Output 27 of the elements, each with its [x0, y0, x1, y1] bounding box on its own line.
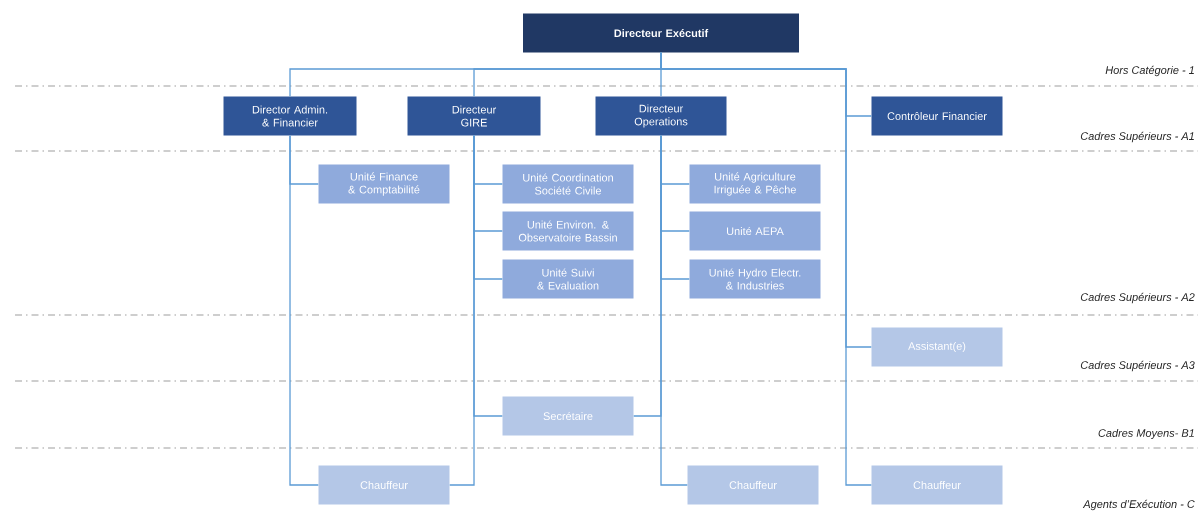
grade-label: Agents d’Exécution - C: [1082, 499, 1195, 511]
director-box: Director Admin. & Financier: [223, 96, 357, 136]
staff-box: Secrétaire: [502, 396, 634, 436]
grade-label: Hors Catégorie - 1: [1105, 65, 1194, 77]
staff-box: Chauffeur: [871, 465, 1003, 505]
unit-box: Unité AEPA: [689, 211, 821, 251]
director-box: Directeur Operations: [595, 96, 727, 136]
director-box: Contrôleur Financier: [871, 96, 1003, 136]
unit-box: Unité Finance & Comptabilité: [318, 164, 450, 204]
director-box: Directeur Exécutif: [523, 13, 799, 53]
grade-label: Cadres Supérieurs - A1: [1080, 131, 1194, 143]
connector: [660, 135, 688, 486]
connector: [289, 135, 319, 486]
unit-box: Unité Suivi & Evaluation: [502, 259, 634, 299]
director-box: Directeur GIRE: [407, 96, 541, 136]
unit-box: Unité Agriculture Irriguée & Pêche: [689, 164, 821, 204]
connector: [660, 52, 872, 486]
staff-box: Chauffeur: [687, 465, 819, 505]
staff-box: Chauffeur: [318, 465, 450, 505]
unit-box: Unité Environ. & Observatoire Bassin: [502, 211, 634, 251]
grade-label: Cadres Moyens- B1: [1098, 428, 1194, 440]
grade-label: Cadres Supérieurs - A2: [1080, 292, 1195, 304]
grade-label: Cadres Supérieurs - A3: [1080, 360, 1195, 372]
connector: [449, 135, 475, 486]
unit-box: Unité Hydro Electr. & Industries: [689, 259, 821, 299]
unit-box: Unité Coordination Société Civile: [502, 164, 634, 204]
staff-box: Assistant(e): [871, 327, 1003, 367]
